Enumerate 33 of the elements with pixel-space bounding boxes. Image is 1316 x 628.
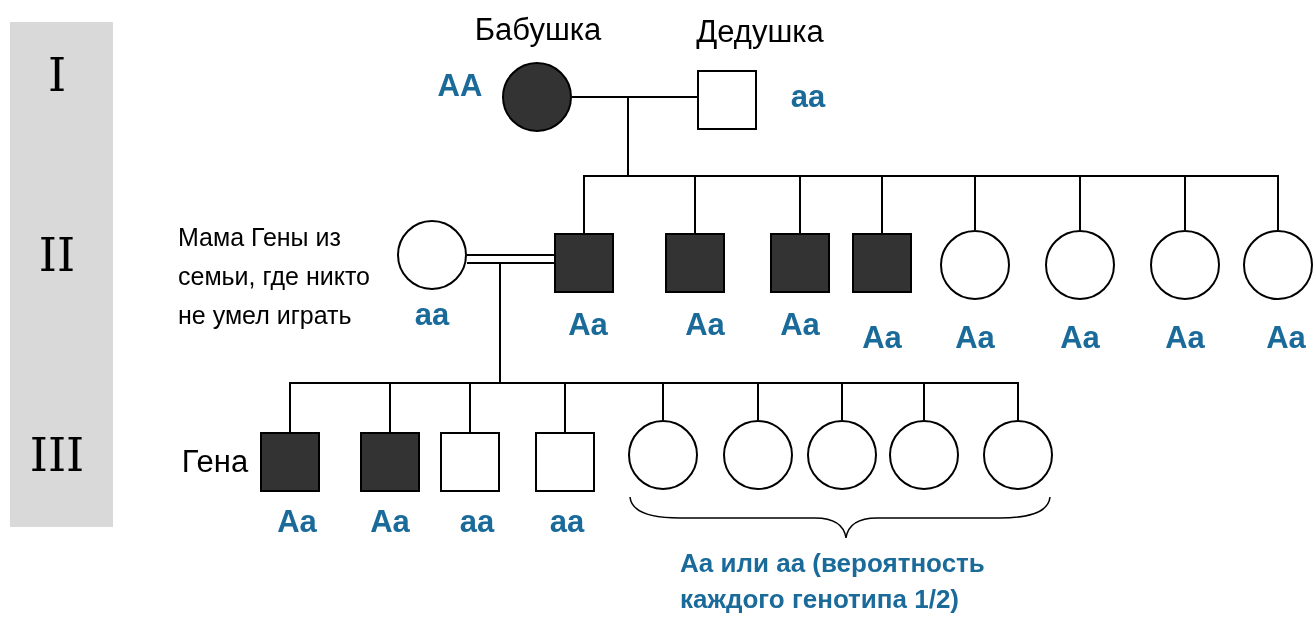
- name-label: Дедушка: [696, 14, 824, 50]
- genotype-label: Aa: [568, 307, 608, 343]
- marriage-line: [466, 254, 555, 256]
- genotype-label: aa: [459, 504, 495, 540]
- affected-male-square: [260, 432, 320, 492]
- affected-male-square: [852, 233, 912, 293]
- genotype-label: aa: [549, 504, 585, 540]
- genotype-label: Aa: [1060, 320, 1100, 356]
- affected-male-square: [360, 432, 420, 492]
- genotype-label: Aa: [277, 504, 317, 540]
- male-square: [535, 432, 595, 492]
- genotype-label: Aa: [370, 504, 410, 540]
- genotype-label: Aa: [685, 307, 725, 343]
- note-text: Мама Гены из семьи, где никто не умел играть: [178, 222, 371, 331]
- genotype-label: Aa: [955, 320, 995, 356]
- genotype-label: aa: [790, 79, 826, 115]
- genotype-label: Aa: [780, 307, 820, 343]
- probability-note: Aa или aa (вероятность каждого генотипа 1/2): [680, 547, 986, 616]
- genotype-label: Aa: [1266, 320, 1306, 356]
- generation-numeral: I: [47, 48, 67, 102]
- affected-male-square: [770, 233, 830, 293]
- generation-numeral: II: [38, 228, 76, 282]
- name-label: Гена: [181, 444, 249, 480]
- affected-male-square: [665, 233, 725, 293]
- male-square: [440, 432, 500, 492]
- genotype-label: aa: [414, 297, 450, 333]
- male-square: [697, 70, 757, 130]
- affected-male-square: [554, 233, 614, 293]
- name-label: Бабушка: [474, 12, 602, 48]
- genotype-label: AA: [437, 68, 483, 104]
- genotype-label: Aa: [1165, 320, 1205, 356]
- generation-numeral: III: [29, 428, 85, 482]
- genotype-label: Aa: [862, 320, 902, 356]
